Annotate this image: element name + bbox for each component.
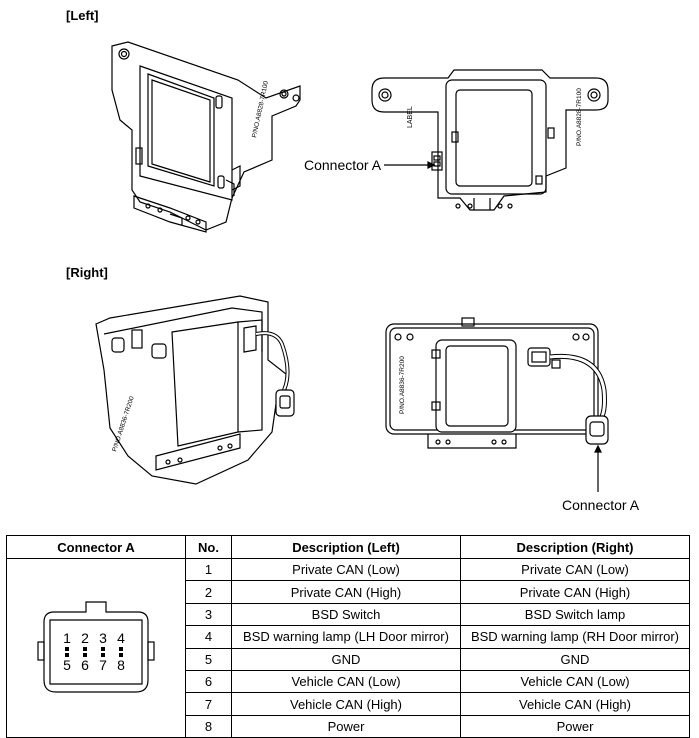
pin-label-4: 4 <box>117 630 125 646</box>
pin-label-2: 2 <box>81 630 89 646</box>
pin-number: 3 <box>185 602 232 627</box>
desc-left: Private CAN (Low) <box>231 557 461 582</box>
desc-right: Vehicle CAN (High) <box>460 692 690 716</box>
table-row: 1 2 3 4 5 6 7 8 1 Private CAN (Low) Priv… <box>6 557 690 738</box>
desc-right: Private CAN (Low) <box>460 557 690 582</box>
pin-number: 8 <box>185 714 232 738</box>
desc-left: Vehicle CAN (High) <box>231 692 461 716</box>
part-number-left-1: P/NO.A8828-7R100 <box>251 80 270 138</box>
desc-left: Vehicle CAN (Low) <box>231 669 461 694</box>
header-no: No. <box>185 535 232 559</box>
connector-pinout-table: Connector A No. Description (Left) Descr… <box>6 535 690 738</box>
desc-left: GND <box>231 647 461 671</box>
connector-a-callout-left: Connector A <box>304 157 382 173</box>
pin-label-1: 1 <box>63 630 71 646</box>
section-label-right: [Right] <box>66 265 108 280</box>
table-row: 7 Vehicle CAN (High) Vehicle CAN (High) <box>7 692 690 716</box>
part-number-right-2: P/NO.A8836-7R200 <box>399 356 406 414</box>
pin-number: 5 <box>185 647 232 671</box>
left-module-angled-view: P/NO.A8828-7R100 <box>111 41 301 233</box>
right-module-angled-view: P/NO.A8836-7R200 <box>95 295 295 485</box>
section-label-left: [Left] <box>66 8 99 23</box>
desc-right: GND <box>460 647 690 671</box>
desc-right: BSD Switch lamp <box>460 602 690 627</box>
header-connector: Connector A <box>6 535 186 559</box>
pin-number: 7 <box>185 692 232 716</box>
part-number-left-2: P/NO.A8828-7R100 <box>576 88 583 146</box>
pin-label-3: 3 <box>99 630 107 646</box>
desc-left: Power <box>231 714 461 738</box>
connector-a-callout-right: Connector A <box>562 497 640 513</box>
desc-left: BSD Switch <box>231 602 461 627</box>
pin-number: 1 <box>185 557 232 582</box>
desc-right: BSD warning lamp (RH Door mirror) <box>460 625 690 649</box>
pin-label-7: 7 <box>99 657 107 673</box>
connector-a-diagram-cell: 1 2 3 4 5 6 7 8 <box>6 557 186 738</box>
desc-right: Private CAN (High) <box>460 580 690 604</box>
pin-number: 4 <box>185 625 232 649</box>
pin-number: 2 <box>185 580 232 604</box>
desc-left: Private CAN (High) <box>231 580 461 604</box>
pin-label-8: 8 <box>117 657 125 673</box>
module-drawings: P/NO.A8828-7R100 LABEL P/NO.A8828-7R100 <box>95 41 609 492</box>
desc-left: BSD warning lamp (LH Door mirror) <box>231 625 461 649</box>
part-number-right-1: P/NO.A8836-7R200 <box>111 395 136 453</box>
connector-a-pinout-icon: 1 2 3 4 5 6 7 8 <box>37 600 155 693</box>
pin-label-5: 5 <box>63 657 71 673</box>
right-module-front-view: P/NO.A8836-7R200 <box>385 317 609 449</box>
box-label-text: LABEL <box>407 106 414 128</box>
desc-right: Vehicle CAN (Low) <box>460 669 690 694</box>
pin-label-6: 6 <box>81 657 89 673</box>
pin-number: 6 <box>185 669 232 694</box>
table-row: 5 GND GND <box>7 647 690 671</box>
header-desc-left: Description (Left) <box>231 535 461 559</box>
table-row: 4 BSD warning lamp (LH Door mirror) BSD … <box>7 625 690 649</box>
left-module-front-view: LABEL P/NO.A8828-7R100 <box>371 69 609 211</box>
header-desc-right: Description (Right) <box>460 535 690 559</box>
table-row: 3 BSD Switch BSD Switch lamp <box>7 602 690 627</box>
table-row: 2 Private CAN (High) Private CAN (High) <box>7 580 690 604</box>
table-header-row: Connector A No. Description (Left) Descr… <box>6 535 690 559</box>
desc-right: Power <box>460 714 690 738</box>
